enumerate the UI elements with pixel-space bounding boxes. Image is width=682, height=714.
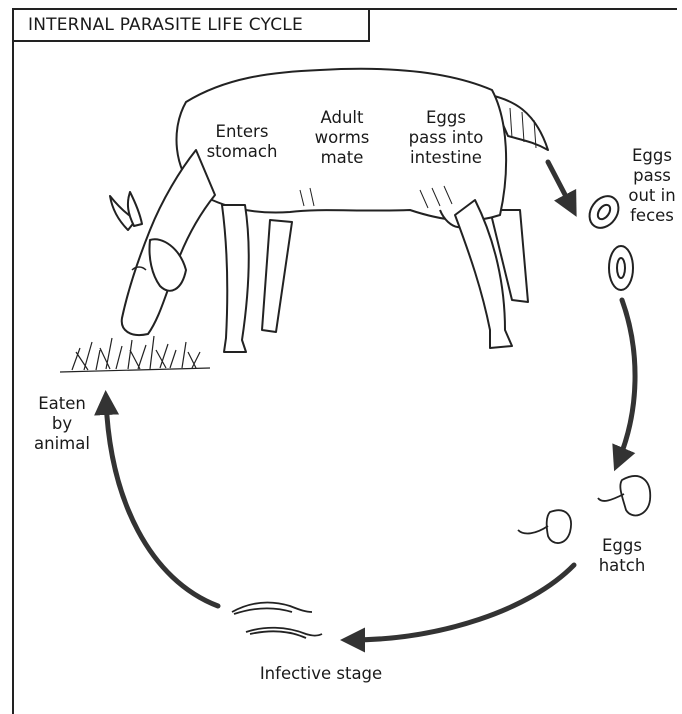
grass-illustration xyxy=(60,336,210,372)
arrow-to-feces xyxy=(548,162,572,208)
larva-icon xyxy=(518,526,548,533)
hatching-larvae-icons xyxy=(518,476,650,543)
label-eggs-pass-out-in-feces: Eggs pass out in feces xyxy=(622,146,682,226)
arrow-to-infective xyxy=(350,565,574,640)
arrow-to-eaten xyxy=(106,400,218,606)
label-adult-worms-mate: Adult worms mate xyxy=(302,108,382,168)
label-eggs-hatch: Eggs hatch xyxy=(584,536,660,576)
hatching-egg-icon xyxy=(620,476,650,515)
larva-icon xyxy=(598,494,624,501)
arrow-to-hatch xyxy=(618,300,635,462)
label-infective-stage: Infective stage xyxy=(236,664,406,684)
egg-icon xyxy=(617,258,625,278)
hatching-egg-icon xyxy=(547,510,571,543)
larva-icon xyxy=(234,608,292,614)
label-eggs-pass-into-intestine: Eggs pass into intestine xyxy=(396,108,496,168)
label-eaten-by-animal: Eaten by animal xyxy=(24,394,100,454)
larva-icon xyxy=(250,631,306,638)
infective-larvae-icons xyxy=(232,603,322,638)
label-enters-stomach: Enters stomach xyxy=(194,122,290,162)
